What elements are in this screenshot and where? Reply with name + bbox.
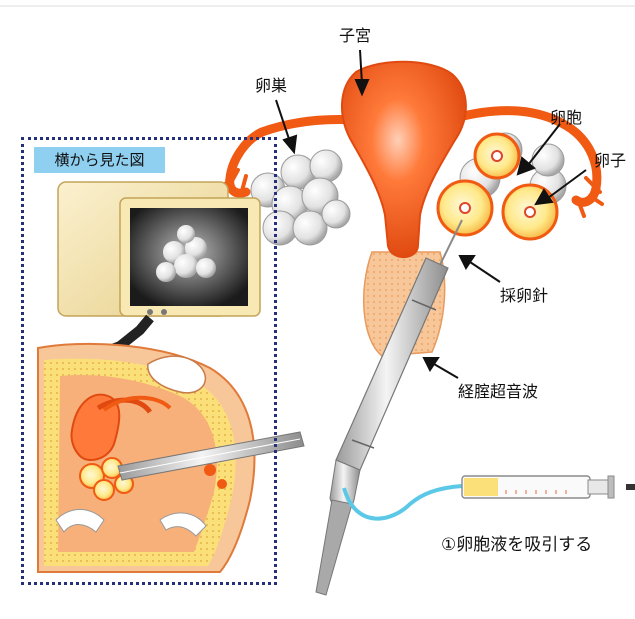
label-probe: 経腟超音波 — [458, 378, 538, 402]
side-view-title: 横から見た図 — [34, 147, 165, 173]
label-ovary: 卵巣 — [255, 72, 287, 96]
label-aspiration-step: ①卵胞液を吸引する — [441, 530, 592, 555]
label-follicle: 卵胞 — [550, 104, 582, 128]
syringe — [462, 476, 635, 498]
label-uterus: 子宮 — [339, 22, 371, 46]
aspiration-tube — [344, 486, 462, 519]
label-needle: 採卵針 — [500, 282, 548, 306]
label-egg: 卵子 — [594, 147, 626, 171]
side-view-inset-frame — [21, 137, 277, 585]
